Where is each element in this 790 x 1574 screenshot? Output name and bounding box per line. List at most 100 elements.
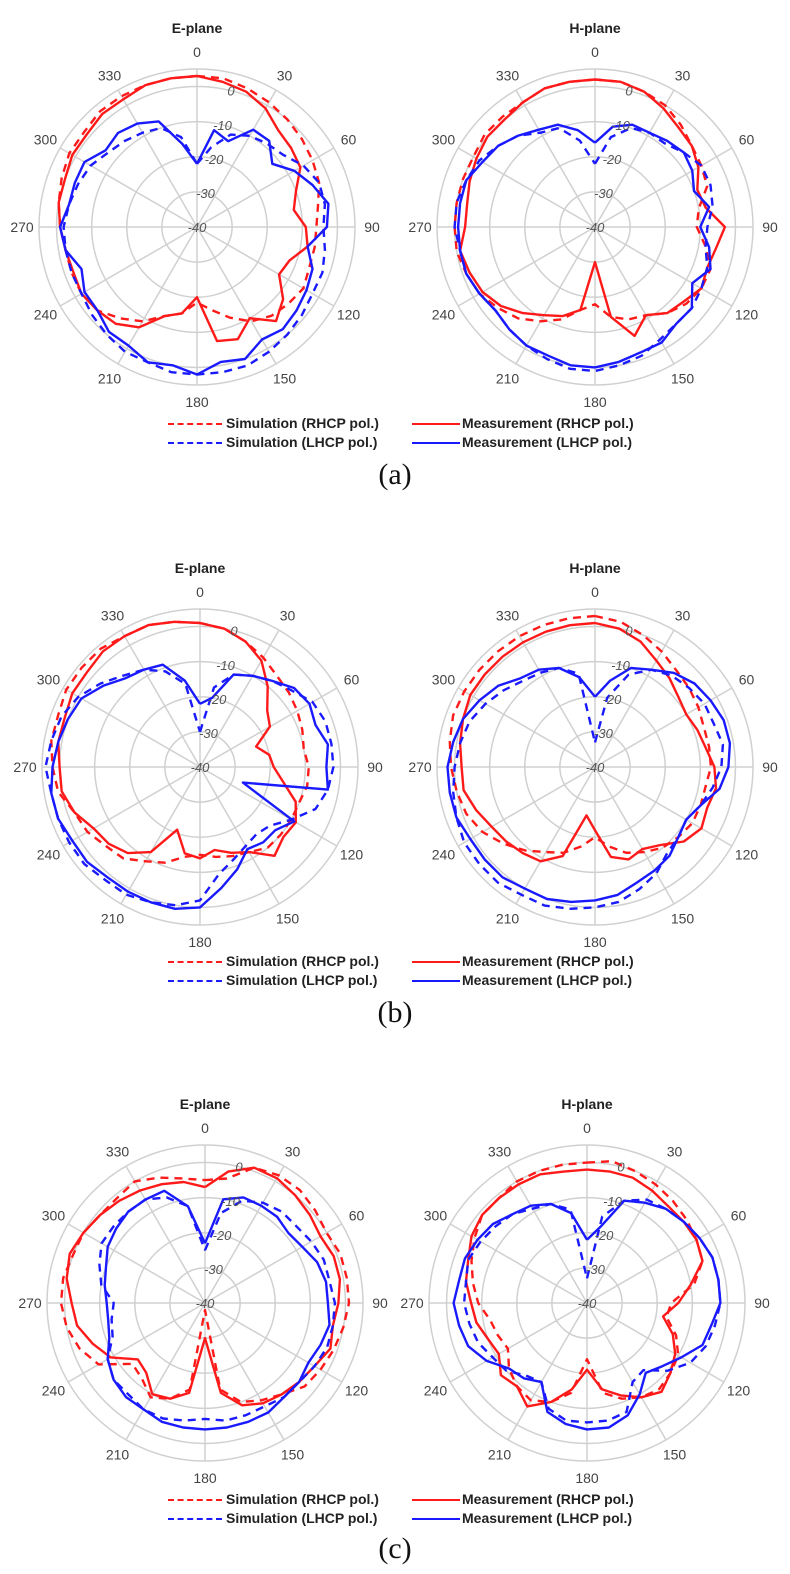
r-tick-label: -30 (199, 726, 219, 741)
polar-chart-h-plane: 0306090120150180210240270300330-40-30-20… (408, 560, 778, 950)
grid-spoke (204, 1223, 343, 1304)
r-tick-label: 0 (625, 624, 633, 639)
grid-spoke (120, 766, 201, 905)
theta-tick-label: 120 (735, 307, 759, 323)
theta-tick-label: 270 (13, 759, 37, 775)
theta-tick-label: 0 (583, 1120, 591, 1136)
meas-lhcp-trace (58, 120, 330, 376)
theta-tick-label: 60 (341, 132, 357, 148)
grid-spoke (594, 226, 675, 365)
theta-tick-label: 180 (193, 1470, 217, 1486)
meas-lhcp-trace (452, 1199, 722, 1431)
meas-lhcp-trace (50, 663, 330, 910)
grid-spoke (62, 687, 201, 768)
theta-tick-label: 60 (739, 672, 755, 688)
theta-tick-label: 210 (98, 371, 122, 387)
grid-spoke (59, 147, 198, 228)
grid-spoke (120, 629, 201, 768)
theta-tick-label: 300 (432, 132, 456, 148)
polar-chart-e-plane: 0306090120150180210240270300330-40-30-20… (10, 20, 380, 410)
theta-tick-label: 120 (735, 847, 759, 863)
grid-spoke (449, 1302, 588, 1383)
sim-rhcp-trace (59, 1166, 351, 1404)
theta-tick-label: 330 (488, 1143, 512, 1159)
grid-spoke (594, 226, 733, 307)
theta-tick-label: 90 (372, 1295, 388, 1311)
r-tick-label: -40 (586, 760, 606, 775)
polar-chart-h-plane: 0306090120150180210240270300330-40-30-20… (400, 1096, 770, 1486)
legend-sim-rhcp: Simulation (RHCP pol.) (226, 1491, 379, 1507)
theta-tick-label: 330 (496, 607, 520, 623)
theta-tick-label: 270 (408, 219, 432, 235)
r-tick-label: -30 (586, 1262, 606, 1277)
panel-label-a: (a) (378, 458, 412, 491)
theta-tick-label: 300 (34, 132, 58, 148)
legend-sim-lhcp: Simulation (LHCP pol.) (226, 1510, 378, 1526)
grid-spoke (586, 1165, 667, 1304)
r-tick-label: -40 (191, 760, 211, 775)
sim-lhcp-trace (62, 126, 327, 376)
legend-swatch-sim-rhcp (168, 961, 222, 963)
theta-tick-label: 0 (193, 44, 201, 60)
grid-spoke (457, 147, 596, 228)
r-tick-label: 0 (235, 1160, 243, 1175)
r-tick-label: -40 (188, 220, 208, 235)
sim-rhcp-trace (50, 620, 310, 864)
grid-spoke (594, 766, 675, 905)
r-tick-label: -10 (221, 1194, 241, 1209)
grid-spoke (117, 226, 198, 365)
theta-tick-label: 210 (488, 1447, 512, 1463)
theta-tick-label: 30 (667, 1143, 683, 1159)
theta-tick-label: 90 (367, 759, 383, 775)
theta-tick-label: 30 (675, 67, 691, 83)
legend-swatch-sim-rhcp (168, 1499, 222, 1501)
theta-tick-label: 270 (408, 759, 432, 775)
r-tick-label: -10 (611, 658, 631, 673)
theta-tick-label: 180 (575, 1470, 599, 1486)
panel-label-c: (c) (378, 1532, 412, 1565)
theta-tick-label: 180 (583, 394, 607, 410)
theta-tick-label: 120 (345, 1383, 369, 1399)
grid-spoke (507, 1165, 588, 1304)
grid-spoke (586, 1223, 725, 1304)
grid-spoke (196, 226, 335, 307)
grid-spoke (507, 1302, 588, 1441)
chart-title: E-plane (180, 1096, 231, 1112)
r-tick-label: 0 (617, 1160, 625, 1175)
grid-spoke (586, 1302, 725, 1383)
r-tick-label: -10 (603, 1194, 623, 1209)
theta-tick-label: 270 (10, 219, 34, 235)
sim-rhcp-trace (448, 614, 713, 854)
r-tick-label: 0 (227, 84, 235, 99)
legend-sim-rhcp: Simulation (RHCP pol.) (226, 953, 379, 969)
panel-label-b: (b) (377, 996, 413, 1029)
grid-spoke (204, 1302, 285, 1441)
theta-tick-label: 330 (106, 1143, 130, 1159)
grid-spoke (515, 226, 596, 365)
r-tick-label: -20 (208, 692, 228, 707)
grid-spoke (515, 89, 596, 228)
theta-tick-label: 90 (754, 1295, 770, 1311)
legend-b: Simulation (RHCP pol.)Measurement (RHCP … (168, 952, 688, 990)
grid-spoke (59, 226, 198, 307)
grid-spoke (117, 89, 198, 228)
chart-title: E-plane (172, 20, 223, 36)
legend-meas-lhcp: Measurement (LHCP pol.) (462, 1510, 633, 1526)
theta-tick-label: 330 (496, 67, 520, 83)
grid-spoke (199, 766, 280, 905)
legend-meas-lhcp: Measurement (LHCP pol.) (462, 434, 633, 450)
meas-rhcp-trace (458, 78, 727, 338)
theta-tick-label: 240 (34, 307, 58, 323)
theta-tick-label: 210 (496, 911, 520, 927)
r-tick-label: -40 (578, 1296, 598, 1311)
theta-tick-label: 60 (739, 132, 755, 148)
grid-spoke (594, 687, 733, 768)
theta-tick-label: 150 (663, 1447, 687, 1463)
legend-meas-lhcp: Measurement (LHCP pol.) (462, 972, 633, 988)
grid-spoke (204, 1165, 285, 1304)
theta-tick-label: 270 (400, 1295, 424, 1311)
theta-tick-label: 30 (675, 607, 691, 623)
meas-lhcp-trace (456, 123, 712, 369)
r-tick-label: -20 (603, 692, 623, 707)
